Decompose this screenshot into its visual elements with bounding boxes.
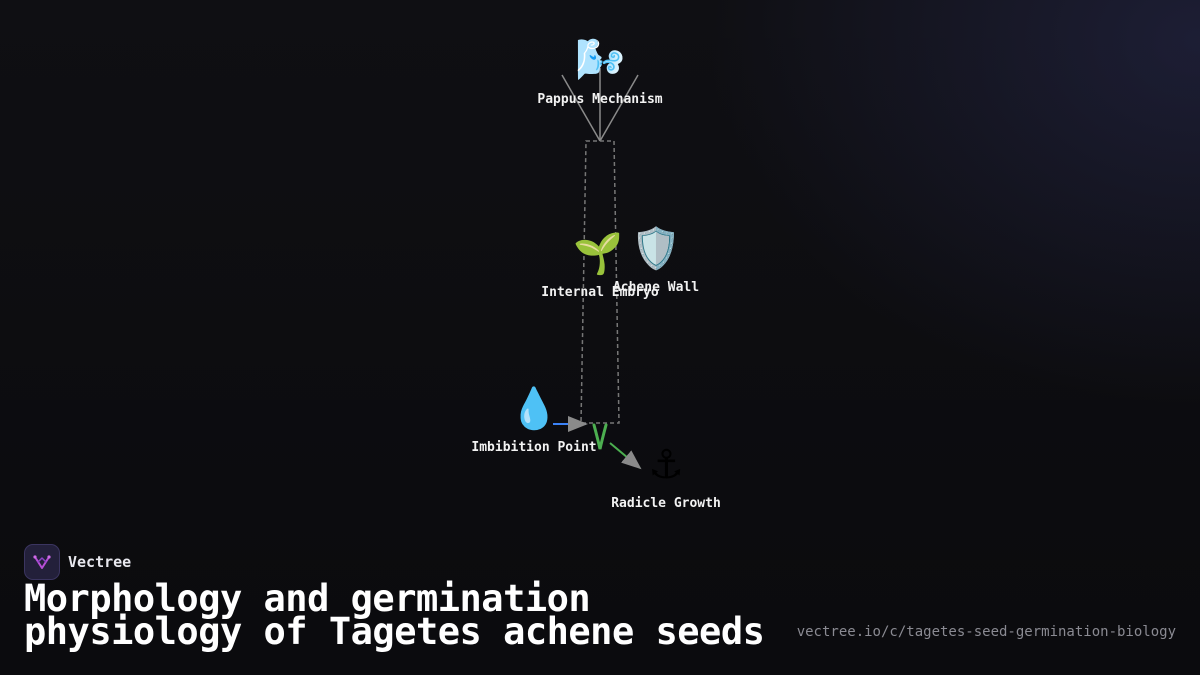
droplet-icon: 💧 [509,386,559,432]
seedling-icon: 🌱 [573,231,623,277]
vectree-logo-icon [24,544,60,580]
emerging-radicle-shape [592,423,608,450]
brand-name: Vectree [68,553,132,571]
wind-icon: 🌬️ [575,37,625,83]
node-label-achene-wall: Achene Wall [612,280,700,295]
brand: Vectree [24,544,131,580]
radicle-growth-arrow [609,442,642,470]
title-line-1: Morphology and germination [24,577,591,620]
pappus-bristle-right [599,74,639,142]
achene-body-outline [580,140,620,424]
anchor-icon: ⚓ [648,442,684,488]
node-label-pappus: Pappus Mechanism [537,92,663,107]
source-url[interactable]: vectree.io/c/tagetes-seed-germination-bi… [796,624,1176,640]
pappus-bristle-left [561,74,601,142]
title-line-2: physiology of Tagetes achene seeds [24,610,765,653]
node-label-imbibition: Imbibition Point [471,440,597,455]
node-label-radicle: Radicle Growth [611,496,721,511]
page-title: Morphology and germination physiology of… [24,577,765,653]
shield-icon: 🛡️ [631,226,681,272]
node-label-embryo: Internal Embryo [541,285,659,300]
